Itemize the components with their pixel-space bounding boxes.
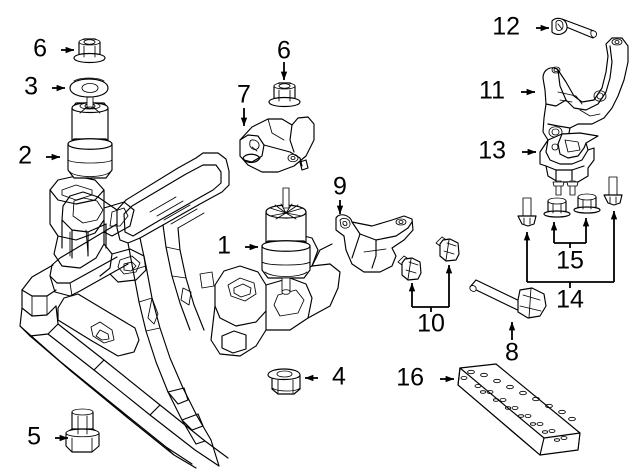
callout-9: 9: [333, 173, 347, 201]
part-mount-stud-bolt-right: [603, 176, 623, 206]
part-mount-stud-bolt-left: [517, 197, 537, 227]
part-mount-insulator-bushing: [267, 368, 301, 395]
callout-2: 2: [18, 142, 32, 170]
part-bracket-mount-bolt: [551, 17, 597, 39]
callout-14: 14: [556, 286, 584, 314]
callout-12: 12: [492, 13, 520, 41]
part-transmission-mount-bracket: [335, 214, 414, 273]
part-mount-flange-nut-b: [573, 193, 601, 214]
part-transmission-mount-insulator: [539, 132, 599, 196]
callout-8: 8: [505, 339, 519, 367]
part-mount-flange-nut-a: [543, 197, 571, 218]
callout-13: 13: [478, 137, 506, 165]
part-bracket-bolt-b: [435, 236, 460, 262]
callout-15: 15: [556, 247, 584, 275]
callout-16: 16: [396, 364, 424, 392]
part-washer-plate: [69, 77, 109, 98]
part-flange-nut-right: [268, 82, 301, 108]
callout-numbers: 2 3 6 6 7 1 9 4 5 11 12 13 10 8 15 14 16: [18, 13, 584, 451]
callout-11: 11: [479, 77, 505, 105]
part-bracket-bolt-a: [397, 255, 422, 281]
callout-1: 1: [217, 232, 231, 260]
callout-4: 4: [332, 363, 346, 391]
part-flange-nut-left: [73, 38, 106, 64]
part-long-flange-bolt: [469, 279, 547, 319]
part-perforated-crossmember-beam: [457, 363, 581, 456]
callout-3: 3: [24, 73, 38, 101]
part-engine-mount-bracket-upper: [239, 116, 315, 173]
callout-7: 7: [237, 81, 251, 109]
callout-leaders: [46, 24, 618, 442]
front-subframe-assembly: [19, 152, 341, 469]
callout-10: 10: [417, 310, 445, 338]
part-subframe-bolt: [65, 408, 100, 453]
callout-5: 5: [27, 423, 41, 451]
callout-6a: 6: [33, 35, 47, 63]
part-engine-mount-left: [67, 81, 113, 179]
callout-6b: 6: [277, 37, 291, 65]
part-engine-mount-right: [261, 187, 311, 295]
